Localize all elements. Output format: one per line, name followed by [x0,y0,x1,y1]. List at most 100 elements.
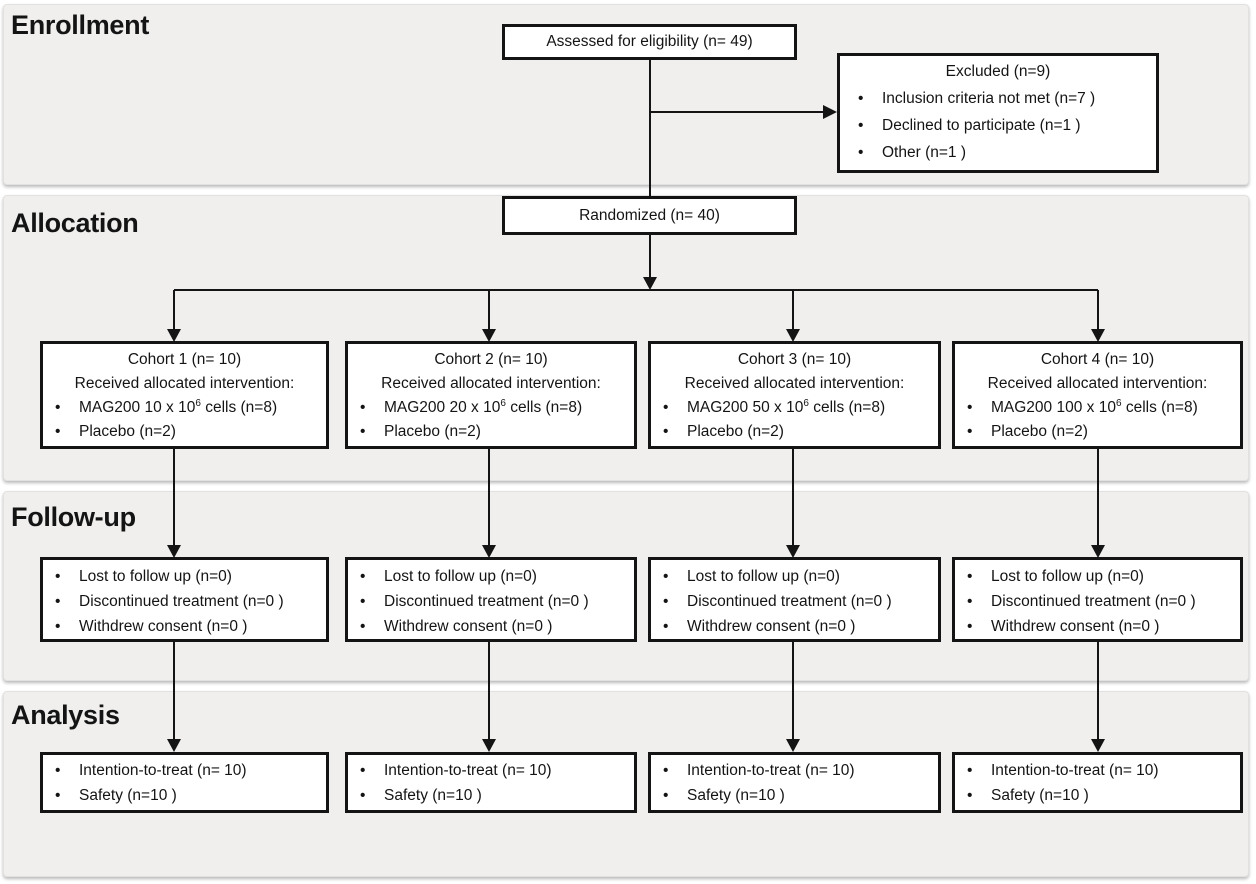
followup-item-text: Lost to follow up (n=0) [384,568,537,585]
followup-2-box: •Lost to follow up (n=0) •Discontinued t… [345,557,637,642]
analysis-item: • Safety (n=10 ) [348,783,634,808]
followup-item: • Discontinued treatment (n=0 ) [651,589,938,614]
cohort-dose-text: MAG200 20 x 106 cells (n=8) [384,397,583,416]
bullet-icon: • [360,568,366,585]
excluded-item: • Declined to participate (n=1 ) [846,112,1150,139]
bullet-icon: • [663,762,669,779]
excluded-item-text: Declined to participate (n=1 ) [882,117,1081,134]
bullet-icon: • [967,568,973,585]
cohort-2-box: Cohort 2 (n= 10) Received allocated inte… [345,341,637,449]
followup-item: •Lost to follow up (n=0) [43,564,326,589]
cohort-subtitle: Received allocated intervention: [74,375,295,392]
excluded-item: • Inclusion criteria not met (n=7 ) [846,85,1150,112]
bullet-icon: • [360,762,366,779]
bullet-icon: • [55,618,61,635]
followup-item-text: Withdrew consent (n=0 ) [79,618,248,635]
analysis-4-box: •Intention-to-treat (n= 10) • Safety (n=1… [952,752,1243,813]
bullet-icon: • [858,117,864,134]
followup-item-text: Discontinued treatment (n=0 ) [79,593,284,610]
followup-3-box: • Lost to follow up (n=0) • Discontinued t… [648,557,941,642]
bullet-icon: • [967,593,973,610]
cohort-title: Cohort 4 (n= 10) [1040,351,1155,368]
bullet-icon: • [55,423,61,440]
excluded-box: Excluded (n=9) • Inclusion criteria not … [837,53,1159,173]
analysis-2-box: • Intention-to-treat (n= 10) • Safety (n=1… [345,752,637,813]
exponent: 6 [195,397,201,409]
analysis-item-text: Safety (n=10 ) [687,787,785,804]
followup-item: • Discontinued treatment (n=0 ) [955,589,1240,614]
followup-item-text: Lost to follow up (n=0) [687,568,840,585]
cohort-title: Cohort 1 (n= 10) [127,351,242,368]
analysis-item-text: Intention-to-treat (n= 10) [991,762,1159,779]
excluded-item: • Other (n=1 ) [846,139,1150,166]
cohort-placebo-item: • Placebo (n=2) [43,420,326,444]
assessed-text: Assessed for eligibility (n= 49) [546,33,753,50]
cohort-dose-item: • MAG200 20 x 106 cells (n=8) [348,396,634,420]
followup-item-text: Withdrew consent (n=0 ) [384,618,553,635]
bullet-icon: • [967,423,973,440]
cohort-placebo-item: • Placebo (n=2) [651,420,938,444]
cohort-dose-text: MAG200 100 x 106 cells (n=8) [991,397,1198,416]
excluded-item-text: Inclusion criteria not met (n=7 ) [882,90,1096,107]
bullet-icon: • [967,399,973,416]
analysis-1-box: • Intention-to-treat (n= 10) •Safety (n=1… [40,752,329,813]
analysis-item: •Safety (n=10 ) [43,783,326,808]
exponent: 6 [500,397,506,409]
bullet-icon: • [55,399,61,416]
followup-4-box: •Lost to follow up (n=0) •Discontinued t… [952,557,1243,642]
followup-item: • Withdrew consent (n=0 ) [348,614,634,639]
cohort-subtitle: Received allocated intervention: [987,375,1208,392]
cohort-placebo-item: • Placebo (n=2) [348,420,634,444]
followup-item-text: Withdrew consent (n=0 ) [687,618,856,635]
followup-1-box: •Lost to follow up (n=0) •Discontinued t… [40,557,329,642]
bullet-icon: • [360,618,366,635]
followup-item-text: Lost to follow up (n=0) [79,568,232,585]
bullet-icon: • [360,423,366,440]
followup-item: • Withdrew consent (n=0 ) [43,614,326,639]
analysis-item-text: Intention-to-treat (n= 10) [79,762,247,779]
cohort-title: Cohort 3 (n= 10) [737,351,852,368]
analysis-item-text: Intention-to-treat (n= 10) [384,762,552,779]
cohort-dose-item: • MAG200 10 x 106 cells (n=8) [43,396,326,420]
cohort-title: Cohort 2 (n= 10) [434,351,548,368]
bullet-icon: • [663,787,669,804]
analysis-item-text: Safety (n=10 ) [991,787,1089,804]
exponent: 6 [1115,397,1122,409]
assessed-box: Assessed for eligibility (n= 49) [502,24,797,60]
followup-item-text: Discontinued treatment (n=0 ) [687,593,892,610]
analysis-item: • Intention-to-treat (n= 10) [43,758,326,783]
randomized-box: Randomized (n= 40) [502,196,797,235]
analysis-item: • Intention-to-treat (n= 10) [348,758,634,783]
analysis-item-text: Safety (n=10 ) [384,787,482,804]
bullet-icon: • [55,787,61,804]
bullet-icon: • [663,593,669,610]
bullet-icon: • [55,762,61,779]
bullet-icon: • [360,399,366,416]
analysis-3-box: • Intention-to-treat (n= 10) • Safety (n=1… [648,752,941,813]
bullet-icon: • [663,568,669,585]
followup-item-text: Discontinued treatment (n=0 ) [991,593,1196,610]
allocation-label: Allocation [11,208,139,238]
enrollment-label: Enrollment [11,10,150,40]
followup-item: •Discontinued treatment (n=0 ) [348,589,634,614]
followup-item: • Lost to follow up (n=0) [348,564,634,589]
cohort-3-box: Cohort 3 (n= 10) Received allocated inte… [648,341,941,449]
followup-item-text: Discontinued treatment (n=0 ) [384,593,589,610]
exponent: 6 [803,397,809,409]
bullet-icon: • [360,787,366,804]
analysis-item-text: Intention-to-treat (n= 10) [687,762,855,779]
followup-item-text: Withdrew consent (n=0 ) [991,618,1160,635]
bullet-icon: • [858,90,864,107]
bullet-icon: • [55,593,61,610]
analysis-label: Analysis [11,700,120,730]
analysis-item: • Safety (n=10 ) [955,783,1240,808]
cohort-dose-text: MAG200 50 x 106 cells (n=8) [687,397,886,416]
cohort-placebo-text: Placebo (n=2) [991,423,1088,440]
cohort-1-box: Cohort 1 (n= 10) Received allocated inte… [40,341,329,449]
analysis-item: • Intention-to-treat (n= 10) [651,758,938,783]
bullet-icon: • [967,618,973,635]
analysis-item: •Intention-to-treat (n= 10) [955,758,1240,783]
bullet-icon: • [967,787,973,804]
cohort-placebo-text: Placebo (n=2) [384,423,481,440]
